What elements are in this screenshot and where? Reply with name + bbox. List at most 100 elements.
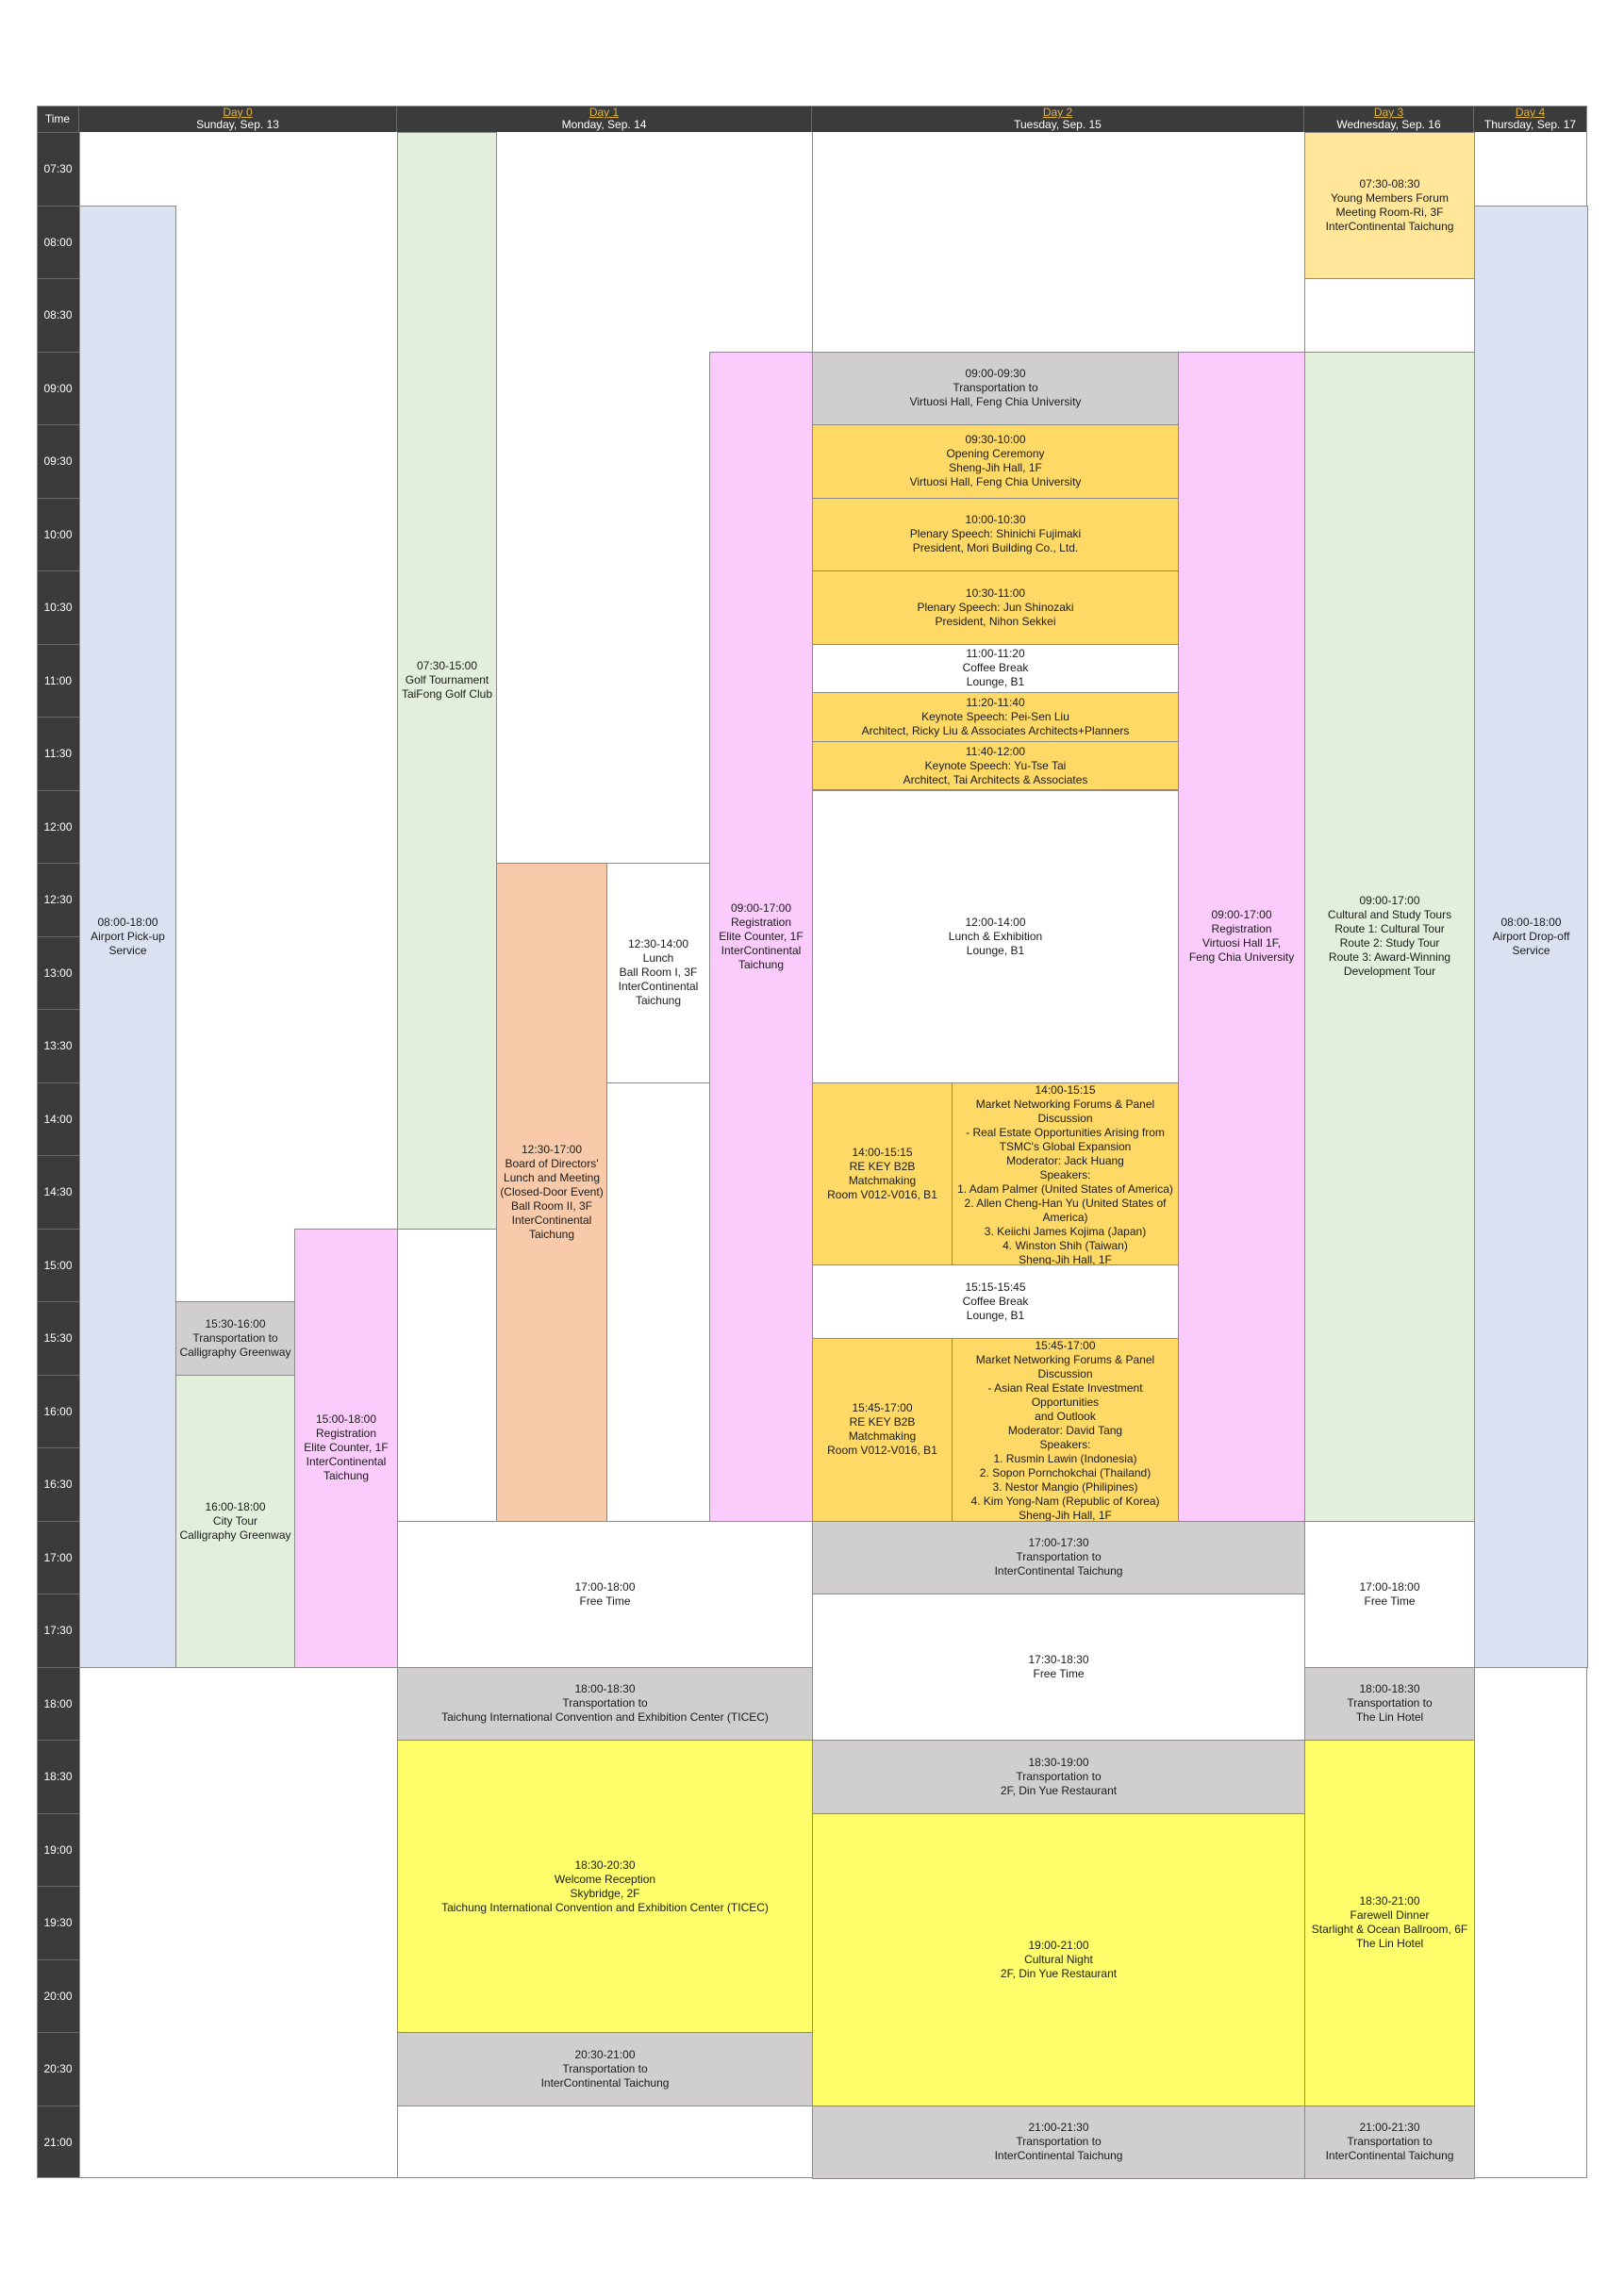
event-text: Route 3: Award-Winning (1328, 950, 1451, 964)
event-text: Feng Chia University (1188, 950, 1295, 964)
time-slot-label: 12:00 (37, 789, 79, 863)
time-slot-label: 16:00 (37, 1374, 79, 1447)
event-text: InterContinental Taichung (994, 2149, 1123, 2163)
event-text: Keynote Speech: Yu-Tse Tai (924, 758, 1067, 772)
time-slot-label: 07:30 (37, 132, 79, 206)
event-text: Transportation to (192, 1330, 278, 1345)
event-text: Coffee Break (962, 1295, 1029, 1308)
day-link[interactable]: Day 4 (1515, 106, 1546, 119)
event-text: Market Networking Forums & Panel (975, 1097, 1155, 1111)
time-slot-label: 17:00 (37, 1520, 79, 1594)
event-text: 4. Kim Yong-Nam (Republic of Korea) (970, 1494, 1160, 1508)
event-text: Elite Counter, 1F (719, 929, 804, 943)
event-time: 09:30-10:00 (965, 433, 1026, 447)
event-time: 09:00-09:30 (965, 367, 1026, 381)
event-time: 08:00-18:00 (1500, 915, 1562, 929)
event-text: Free Time (1364, 1594, 1416, 1608)
event-text: InterContinental (306, 1455, 387, 1468)
event-time: 15:45-17:00 (852, 1401, 913, 1415)
event-time: 08:00-18:00 (97, 915, 158, 929)
event-text: Registration (730, 915, 792, 929)
day-link[interactable]: Day 1 (588, 106, 620, 119)
event-text: Registration (315, 1427, 377, 1440)
time-slot-label: 20:00 (37, 1958, 79, 2032)
event-time: 15:15-15:45 (965, 1280, 1026, 1294)
time-slot-label: 14:30 (37, 1155, 79, 1229)
event-text: Opening Ceremony (946, 447, 1045, 461)
event-time: 17:30-18:30 (1028, 1653, 1089, 1666)
event-time: 09:00-17:00 (1359, 894, 1420, 907)
event-time: 18:30-20:30 (574, 1858, 636, 1872)
event-time: 18:00-18:30 (1359, 1682, 1420, 1696)
event-text: Transportation to (1016, 1550, 1102, 1564)
time-slot-label: 13:30 (37, 1009, 79, 1082)
event-time: 10:00-10:30 (965, 513, 1026, 527)
event-time: 15:45-17:00 (1035, 1338, 1096, 1352)
event-text: Ball Room I, 3F (619, 966, 698, 980)
event-text: Speakers: (1039, 1167, 1091, 1181)
event-text: 3. Keiichi James Kojima (Japan) (984, 1224, 1147, 1238)
time-slot-label: 08:00 (37, 205, 79, 278)
time-slot-label: 15:30 (37, 1301, 79, 1375)
event-text: Lunch (642, 951, 674, 966)
time-slot-label: 11:00 (37, 643, 79, 717)
event-text: Sheng-Jih Hall, 1F (1019, 1508, 1112, 1522)
event-text: Transportation to (953, 381, 1038, 395)
day-link[interactable]: Day 2 (1042, 106, 1073, 119)
time-slot-label: 16:30 (37, 1447, 79, 1521)
day-link[interactable]: Day 0 (223, 106, 253, 119)
event-text: Transportation to (1347, 1696, 1433, 1710)
event-text: Discussion (1037, 1366, 1093, 1380)
event-time: 11:40-12:00 (965, 744, 1026, 758)
day-link[interactable]: Day 3 (1373, 106, 1404, 119)
event-text: Skybridge, 2F (570, 1886, 640, 1900)
event-text: Taichung International Convention and Ex… (441, 1900, 769, 1914)
time-slot-label: 19:00 (37, 1812, 79, 1886)
time-header-label: Time (44, 111, 71, 125)
event-time: 14:00-15:15 (1035, 1082, 1096, 1097)
event-time: 09:00-17:00 (1211, 908, 1272, 921)
event-text: City Tour (212, 1513, 258, 1528)
event-time: 16:00-18:00 (205, 1499, 266, 1513)
